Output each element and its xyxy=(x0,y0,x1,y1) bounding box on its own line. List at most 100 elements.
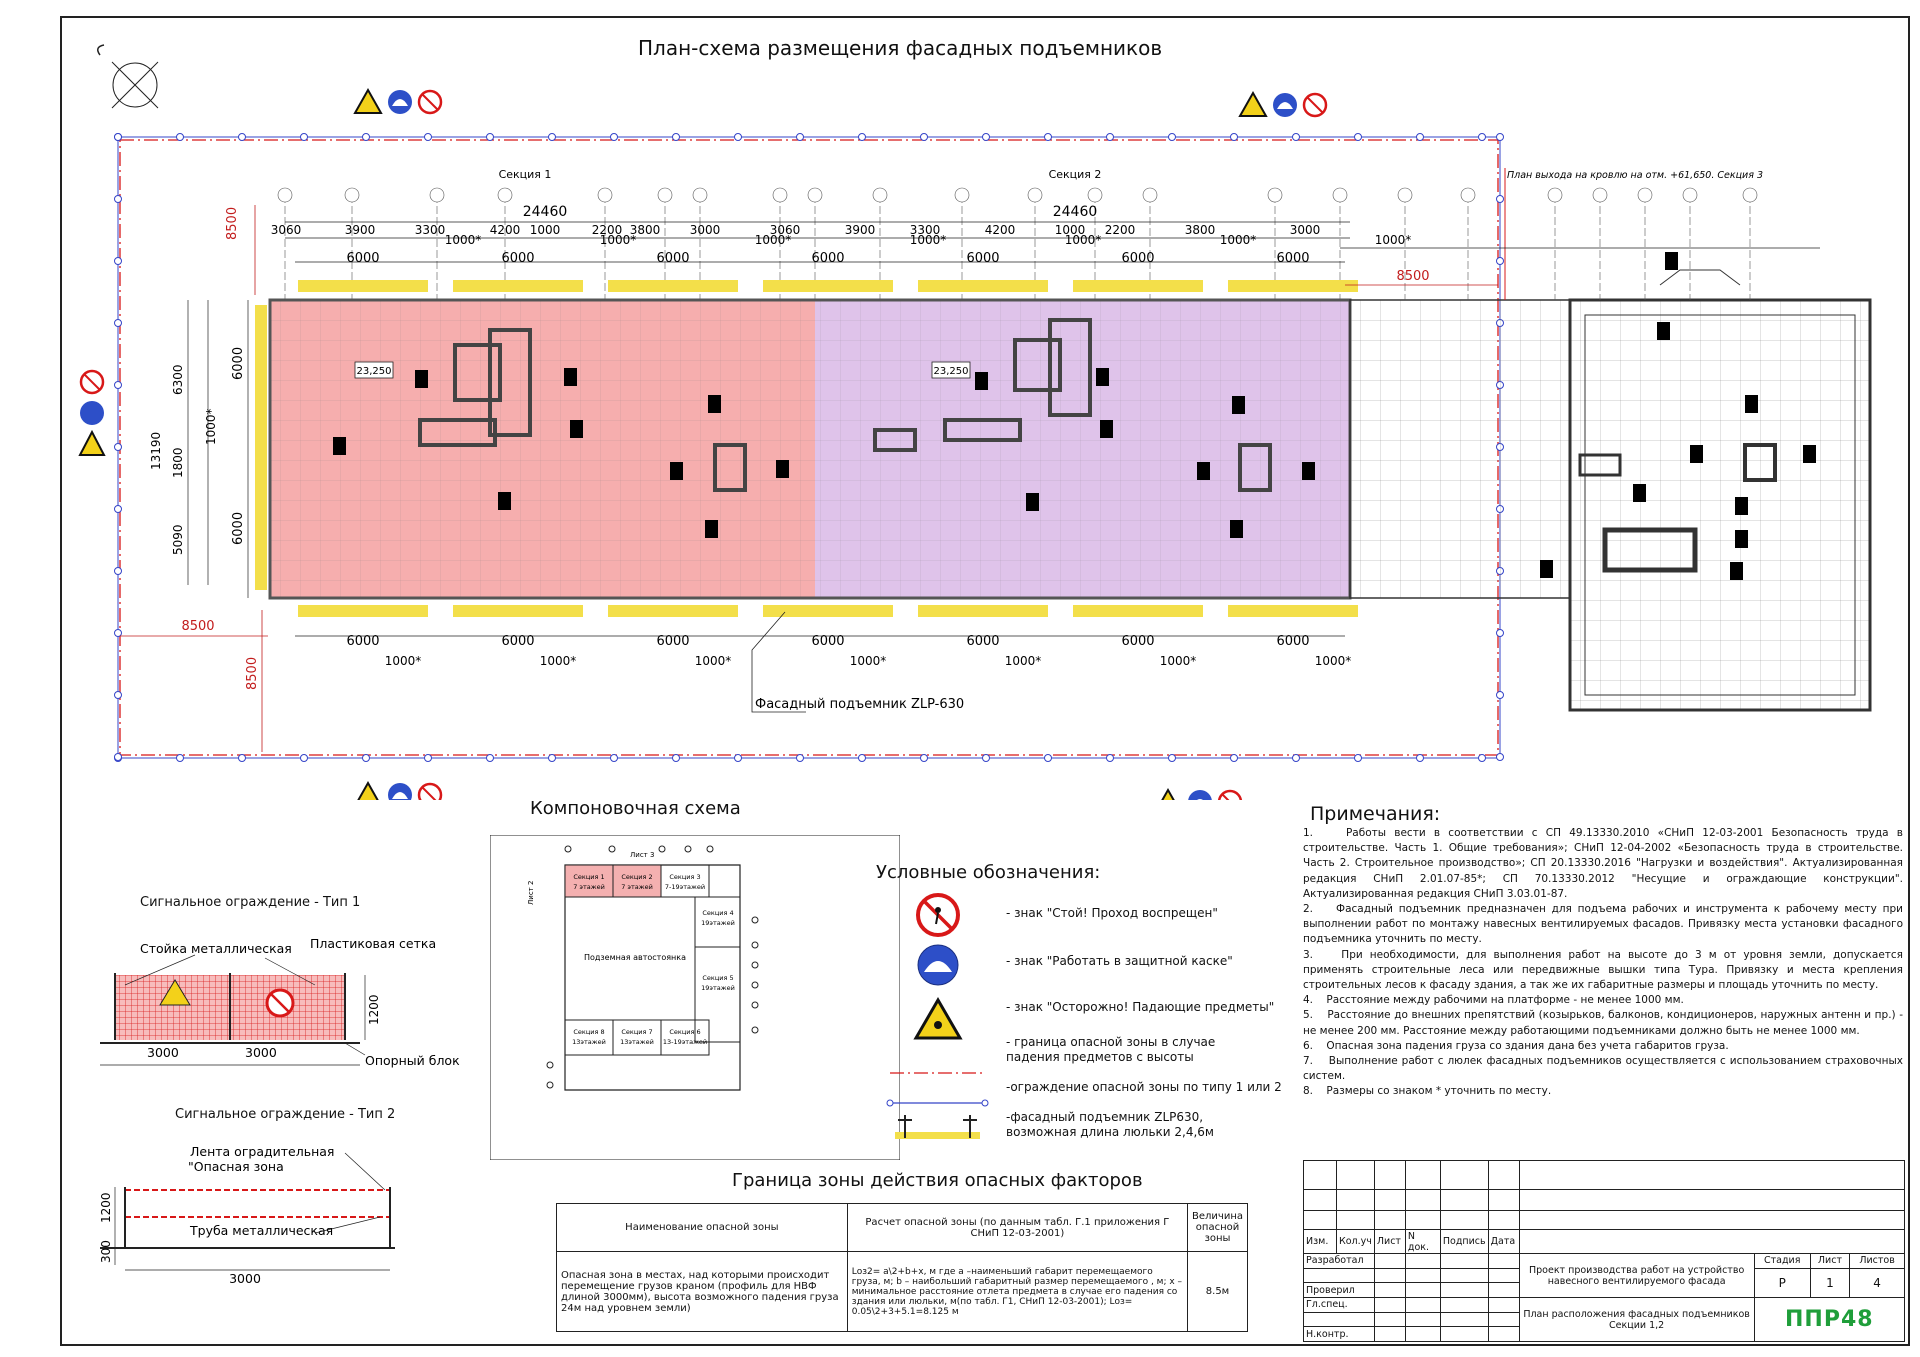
note-item: 6. Опасная зона падения груза со здания … xyxy=(1303,1039,1729,1052)
ls-cell-floors: 7 этажей xyxy=(621,883,653,891)
fence-post xyxy=(300,133,308,141)
fence-post xyxy=(672,754,680,762)
legend-symbols xyxy=(886,893,989,1139)
safety-sign-group xyxy=(1161,787,1243,800)
lift-platform xyxy=(1228,605,1358,617)
top-dimension: 3900 xyxy=(845,223,876,237)
offset-dimension: 1000* xyxy=(1005,654,1042,668)
ls-center: Подземная автостоянка xyxy=(584,953,686,962)
fence2-tape: Лента оградительная xyxy=(190,1144,334,1159)
ls-cell-floors: 7-19этажей xyxy=(665,883,705,891)
facade-lifts xyxy=(255,280,1358,617)
fence-post xyxy=(610,754,618,762)
fence-post xyxy=(1168,133,1176,141)
stamp-sheet-label: Лист xyxy=(1809,1253,1851,1269)
fence-post xyxy=(1354,754,1362,762)
fence-post xyxy=(1416,754,1424,762)
offset-dimension: 1000* xyxy=(1315,654,1352,668)
axis-bubble xyxy=(772,187,788,203)
ls-sheet2: Лист 2 xyxy=(527,881,535,905)
fence-post xyxy=(486,133,494,141)
ls-cell-floors: 13-19этажей xyxy=(663,1038,707,1046)
bay-dimension: 6000 xyxy=(1121,251,1154,266)
offset-dimension: 1000* xyxy=(910,233,947,247)
fence-post xyxy=(424,754,432,762)
fence-post xyxy=(424,133,432,141)
level-mark-1: 23,250 xyxy=(357,366,392,377)
fence-post xyxy=(1292,754,1300,762)
fence1-drawing: Стойка металлическая Пластиковая сетка О… xyxy=(100,936,460,1068)
axis-bubble xyxy=(429,187,445,203)
lift-platform xyxy=(608,605,738,617)
fence-post xyxy=(858,133,866,141)
note-item: 5. Расстояние до внешних препятствий (ко… xyxy=(1303,1009,1903,1037)
axis-bubble xyxy=(344,187,360,203)
fence1-span-1: 3000 xyxy=(147,1045,179,1060)
axis-bubble xyxy=(1087,187,1103,203)
zone-dim-left: 8500 xyxy=(181,619,214,634)
left-bay-dim-3: 1000* xyxy=(204,408,218,445)
offset-dimension: 1000* xyxy=(850,654,887,668)
left-dim-1800: 1800 xyxy=(171,447,185,478)
note-item: 2. Фасадный подъемник предназначен для п… xyxy=(1303,903,1903,946)
left-dim-13190: 13190 xyxy=(149,432,163,470)
fence-post xyxy=(1292,133,1300,141)
offset-dimension: 1000* xyxy=(1220,233,1257,247)
top-dimension: 4200 xyxy=(985,223,1016,237)
fence-post xyxy=(796,754,804,762)
offset-dimension: 1000* xyxy=(695,654,732,668)
ls-cell-name: Секция 7 xyxy=(621,1028,652,1036)
axis-bubble xyxy=(692,187,708,203)
fence-post xyxy=(114,567,122,575)
offset-dimension: 1000* xyxy=(540,654,577,668)
axis-bubble xyxy=(1142,187,1158,203)
lift-platform xyxy=(918,280,1048,292)
offset-dimension: 1000* xyxy=(600,233,637,247)
stamp-role: Разработал xyxy=(1303,1253,1375,1269)
fence-post xyxy=(1168,754,1176,762)
ls-cell-name: Секция 6 xyxy=(669,1028,700,1036)
bay-dimension: 6000 xyxy=(1276,634,1309,649)
legend-item-hazard-boundary: - граница опасной зоны в случае падения … xyxy=(1006,1035,1216,1064)
fence-post xyxy=(300,754,308,762)
top-dimension: 2200 xyxy=(592,223,623,237)
legend-item-falling: - знак "Осторожно! Падающие предметы" xyxy=(1006,1000,1275,1014)
lift-platform xyxy=(298,280,428,292)
fence-post xyxy=(672,133,680,141)
grid-axes xyxy=(277,187,1758,300)
notes-list: 1. Работы вести в соответствии с СП 49.1… xyxy=(1303,826,1903,1100)
stamp-role: Проверил xyxy=(1303,1282,1375,1299)
fence-post xyxy=(920,133,928,141)
safety-sign-group xyxy=(78,369,106,456)
bay-dimension: 6000 xyxy=(346,634,379,649)
axis-bubble xyxy=(872,187,888,203)
legend-item-no-entry: - знак "Стой! Проход воспрещен" xyxy=(1006,906,1218,920)
offset-dimension: 1000* xyxy=(385,654,422,668)
top-dimension: 3060 xyxy=(770,223,801,237)
fence-post xyxy=(548,133,556,141)
top-dimension: 1000 xyxy=(530,223,561,237)
fence-post xyxy=(1044,133,1052,141)
stamp-stage-label: Стадия xyxy=(1753,1253,1811,1269)
roof-note: План выхода на кровлю на отм. +61,650. С… xyxy=(1507,170,1763,181)
fence-post xyxy=(238,133,246,141)
stamp-col: Подпись xyxy=(1439,1229,1489,1255)
dimension-lines xyxy=(285,221,1820,637)
offset-dimension: 1000* xyxy=(755,233,792,247)
legend-item-lift: -фасадный подъемник ZLP630, возможная дл… xyxy=(1006,1110,1214,1139)
fence1-block: Опорный блок xyxy=(365,1053,460,1068)
lift-platform xyxy=(1073,605,1203,617)
fence2-title: Сигнальное ограждение - Тип 2 xyxy=(175,1107,396,1122)
fence-post xyxy=(1496,753,1504,761)
lift-platform xyxy=(763,280,893,292)
lift-platform xyxy=(255,305,267,590)
top-total-2: 24460 xyxy=(1053,204,1098,220)
fence1-mesh: Пластиковая сетка xyxy=(310,936,436,951)
bay-dimension: 6000 xyxy=(1121,634,1154,649)
stamp-project: Проект производства работ на устройство … xyxy=(1518,1253,1755,1299)
ls-cell-name: Секция 8 xyxy=(573,1028,604,1036)
fence-post xyxy=(176,754,184,762)
lift-platform xyxy=(1073,280,1203,292)
hazard-name: Опасная зона в местах, над которыми прои… xyxy=(556,1251,848,1332)
